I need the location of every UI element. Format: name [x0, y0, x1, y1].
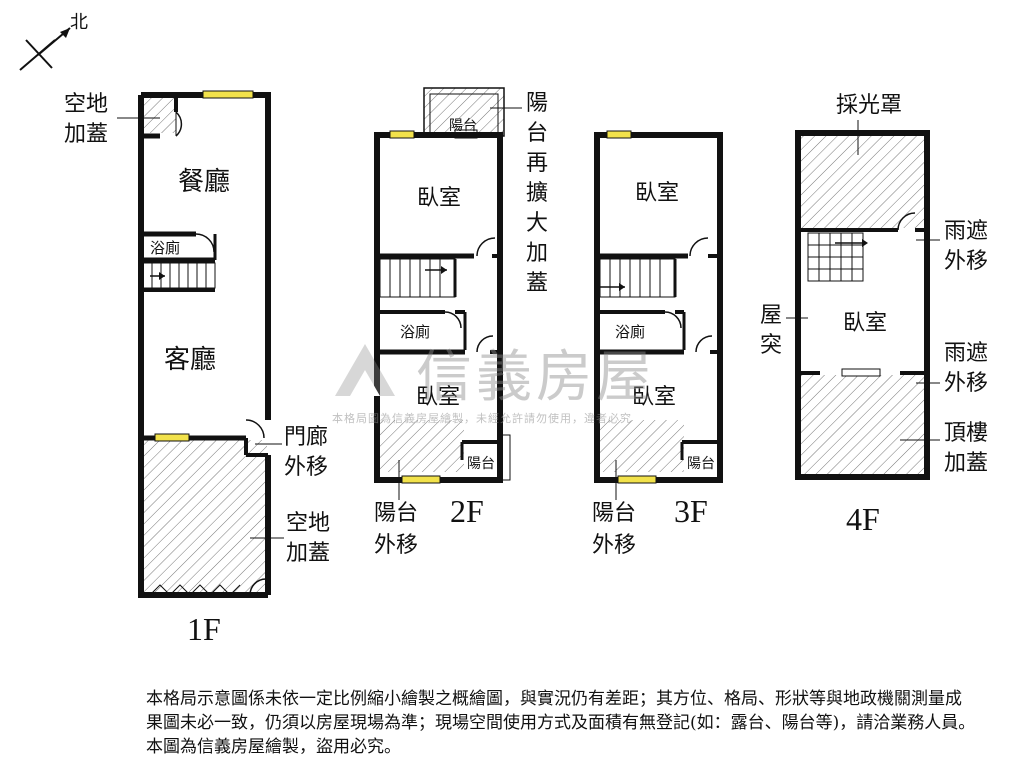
f3-balcony-small-label: 陽台 — [687, 456, 715, 472]
f2-callout-balcony-move-1: 陽台 — [374, 501, 418, 526]
svg-text:大: 大 — [526, 211, 548, 236]
f1-floor-label: 1F — [187, 611, 221, 647]
f2-bath-label: 浴廁 — [400, 323, 430, 341]
floor-2f: 臥室 浴廁 臥室 陽台 陽台 陽 台 再 擴 大 加 蓋 陽台 外移 2F — [374, 87, 548, 558]
f2-floor-label: 2F — [450, 493, 484, 529]
f4-roof-protrusion-1: 屋 — [760, 303, 782, 328]
f3-callout-balcony-move-1: 陽台 — [592, 501, 636, 526]
floor-4f: 採光罩 臥室 雨遮 外移 屋 突 雨遮 外移 頂樓 加蓋 4F — [760, 93, 988, 537]
f1-bath-label: 浴廁 — [150, 239, 180, 257]
f1-callout-porch-2: 外移 — [284, 455, 328, 480]
f2-extended-balcony — [423, 87, 505, 137]
f4-rooftop-addition-2: 加蓋 — [944, 451, 988, 476]
f2-bedroom-bottom-label: 臥室 — [416, 385, 460, 410]
f4-bedroom-label: 臥室 — [843, 311, 887, 336]
floor-plan-drawing: 北 — [19, 12, 988, 647]
f4-roof-protrusion-2: 突 — [760, 333, 782, 358]
f1-callout-porch-1: 門廊 — [284, 425, 328, 450]
svg-text:陽: 陽 — [526, 91, 548, 116]
f2-balcony-hatch — [379, 420, 464, 472]
f1-callout-top-left-1: 空地 — [64, 92, 108, 117]
f1-callout-yard-2: 加蓋 — [286, 541, 330, 566]
svg-text:蓋: 蓋 — [526, 271, 548, 296]
svg-text:台: 台 — [526, 121, 548, 146]
f2-callout-balcony-extend: 陽 台 再 擴 大 加 蓋 — [526, 91, 548, 296]
f1-yard-top-hatch — [141, 95, 176, 133]
svg-text:再: 再 — [526, 151, 548, 176]
f3-callout-balcony-move-2: 外移 — [592, 533, 636, 558]
floor-3f: 臥室 浴廁 臥室 陽台 陽台 外移 3F — [592, 130, 723, 558]
f4-rooftop-hatch — [800, 375, 925, 475]
north-label: 北 — [70, 12, 88, 33]
f1-window-porch — [154, 433, 190, 442]
f1-window-top — [202, 90, 254, 99]
f4-skylight-label: 採光罩 — [836, 93, 902, 118]
svg-text:擴: 擴 — [526, 181, 548, 206]
f4-rain-cover-mid-1: 雨遮 — [944, 341, 988, 366]
f1-callout-top-left-2: 加蓋 — [64, 122, 108, 147]
disclaimer-text: 本格局示意圖係未依一定比例縮小繪製之概繪圖，與實況仍有差距；其方位、格局、形狀等… — [146, 689, 976, 757]
f2-balcony-small-label: 陽台 — [467, 456, 495, 472]
f1-living-label: 客廳 — [164, 345, 216, 375]
f1-yard-bottom-hatch — [141, 440, 267, 595]
f4-rooftop-addition-1: 頂樓 — [944, 421, 988, 446]
f4-rain-cover-top-1: 雨遮 — [944, 219, 988, 244]
f1-dining-label: 餐廳 — [178, 167, 230, 197]
f4-rain-cover-mid-2: 外移 — [944, 371, 988, 396]
f3-bath-label: 浴廁 — [615, 323, 645, 341]
f3-bedroom-top-label: 臥室 — [635, 181, 679, 206]
f3-balcony-hatch — [599, 420, 684, 472]
floor-1f: 餐廳 浴廁 客廳 空地 加蓋 門廊 外移 空地 加蓋 1F — [64, 90, 330, 647]
f3-floor-label: 3F — [674, 493, 708, 529]
f1-callout-yard-1: 空地 — [286, 511, 330, 536]
f3-bedroom-bottom-label: 臥室 — [632, 385, 676, 410]
north-arrow-icon: 北 — [19, 12, 88, 71]
f4-skylight-hatch — [800, 135, 925, 228]
f2-bedroom-top-label: 臥室 — [417, 186, 461, 211]
f4-rain-cover-top-2: 外移 — [944, 249, 988, 274]
f4-floor-label: 4F — [846, 501, 880, 537]
svg-text:加: 加 — [526, 241, 548, 266]
f2-callout-balcony-move-2: 外移 — [374, 533, 418, 558]
f2-balcony-top-label: 陽台 — [449, 118, 477, 134]
